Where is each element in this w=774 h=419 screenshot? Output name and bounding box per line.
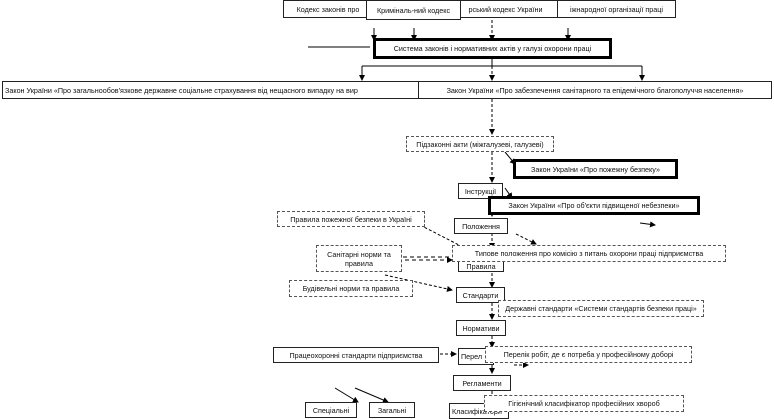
typical-regulation-box: Типове положення про комісію з питань ох… bbox=[452, 245, 726, 262]
general-box: Загальні bbox=[369, 402, 415, 418]
fire-rules-box: Правила пожежної безпеки в Україні bbox=[277, 211, 425, 227]
reglaments-box: Регламенти bbox=[453, 375, 511, 391]
standards-box: Стандарти bbox=[456, 287, 505, 303]
normatives-box: Нормативи bbox=[456, 320, 506, 336]
law-high-danger-box: Закон України «Про об'єкти підвищеної не… bbox=[488, 196, 700, 215]
codes-labor-box: Кодекс законів про bbox=[283, 0, 373, 18]
law-fire-safety-box: Закон України «Про пожежну безпеку» bbox=[513, 159, 678, 179]
ilo-box: іжнародної організації праці bbox=[557, 0, 676, 18]
hygienic-classifier-box: Гігієнічний класифікатор професійних хво… bbox=[484, 395, 684, 412]
system-box: Система законів і нормативних актів у га… bbox=[373, 38, 612, 59]
sanitary-norms-box: Санітарні норми та правила bbox=[316, 245, 402, 272]
special-box: Спеціальні bbox=[305, 402, 357, 418]
subordinate-acts-box: Підзаконні акти (міжгалузеві, галузеві) bbox=[406, 136, 554, 152]
criminal-code-box: Криміналь-ний кодекс bbox=[366, 0, 461, 20]
regulations-box: Положення bbox=[454, 218, 508, 234]
law-sanitary-box: Закон України «Про забезпечення санітарн… bbox=[418, 81, 772, 99]
works-list-box: Перелік робіт, де є потреба у професійно… bbox=[485, 346, 692, 363]
enterprise-standards-box: Працеохоронні стандарти підприємства bbox=[273, 347, 439, 363]
building-norms-box: Будівельні норми та правила bbox=[289, 280, 413, 297]
law-social-insurance-box: Закон України «Про загальнообов'язкове д… bbox=[2, 81, 422, 99]
state-standards-box: Державні стандарти «Системи стандартів б… bbox=[498, 300, 704, 317]
economic-code-box: рський кодекс України bbox=[453, 0, 558, 18]
instructions-box: Інструкції bbox=[458, 183, 503, 199]
